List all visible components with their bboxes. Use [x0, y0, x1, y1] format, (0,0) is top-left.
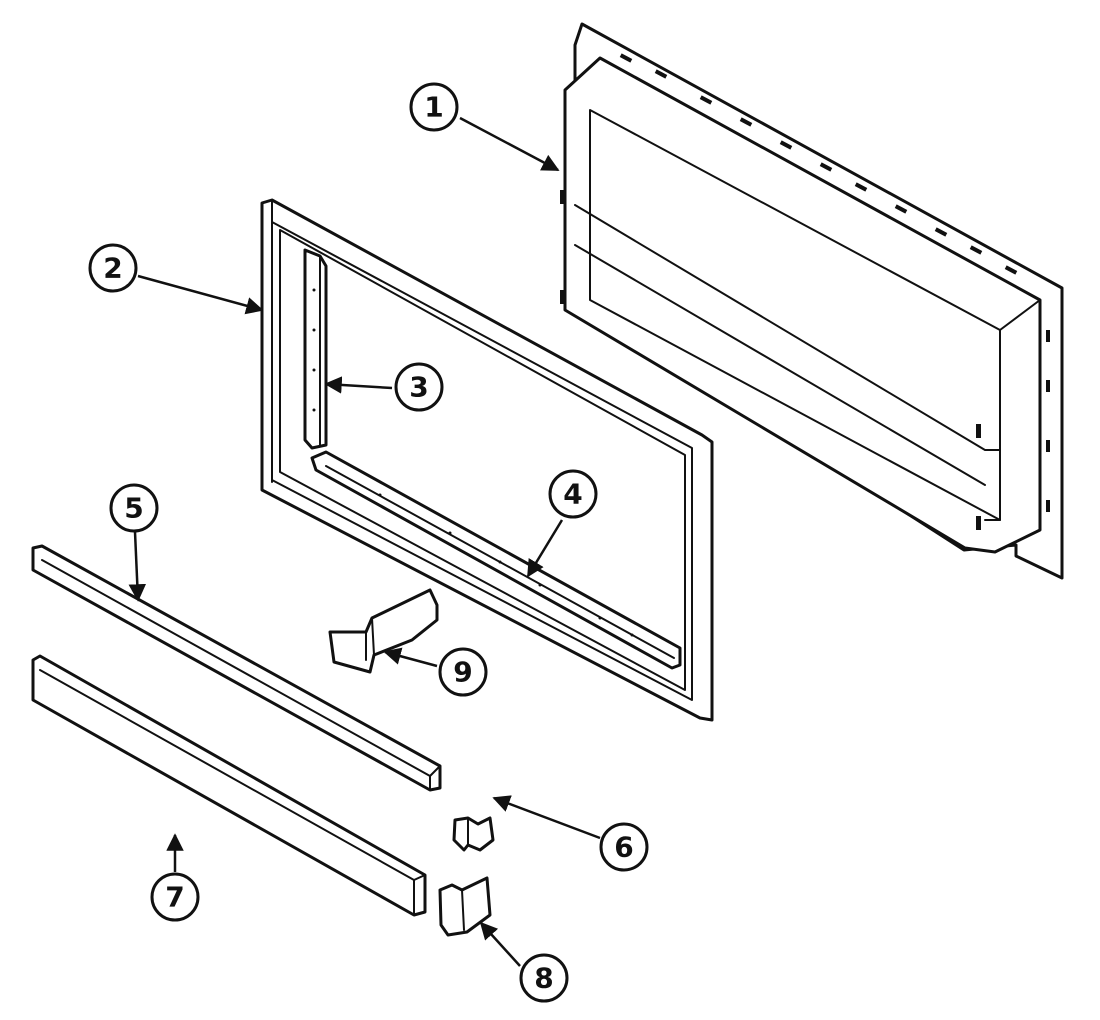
callout-6: 6: [599, 822, 649, 872]
door-frame-part: [260, 198, 714, 722]
callout-5-label: 5: [124, 492, 143, 525]
callout-9: 9: [438, 647, 488, 697]
bracket-part: [328, 588, 439, 674]
leader-lines: [128, 116, 601, 967]
callout-6-label: 6: [614, 831, 633, 864]
callout-8-label: 8: [534, 962, 553, 995]
callout-1-label: 1: [424, 91, 443, 124]
callout-4: 4: [548, 469, 598, 519]
callout-3: 3: [394, 362, 444, 412]
callout-1: 1: [409, 82, 459, 132]
callout-3-label: 3: [409, 371, 428, 404]
callout-5: 5: [109, 483, 159, 533]
callout-9-label: 9: [453, 656, 472, 689]
upper-trim-strip-part: [31, 544, 442, 792]
callout-8: 8: [519, 953, 569, 1003]
lower-trim-end-cap-part: [438, 876, 492, 937]
upper-trim-end-cap-part: [452, 816, 495, 852]
lower-trim-strip-part: [31, 654, 427, 917]
retainer-strip-horizontal-part: [310, 450, 682, 670]
liner-mounting-slots: [560, 53, 1050, 530]
retainer-strip-vertical-part: [303, 248, 328, 450]
callout-2: 2: [88, 243, 138, 293]
callout-7-label: 7: [165, 881, 184, 914]
callout-2-label: 2: [103, 252, 122, 285]
door-liner-part: [560, 22, 1064, 580]
callout-7: 7: [150, 872, 200, 922]
callout-4-label: 4: [563, 478, 582, 511]
